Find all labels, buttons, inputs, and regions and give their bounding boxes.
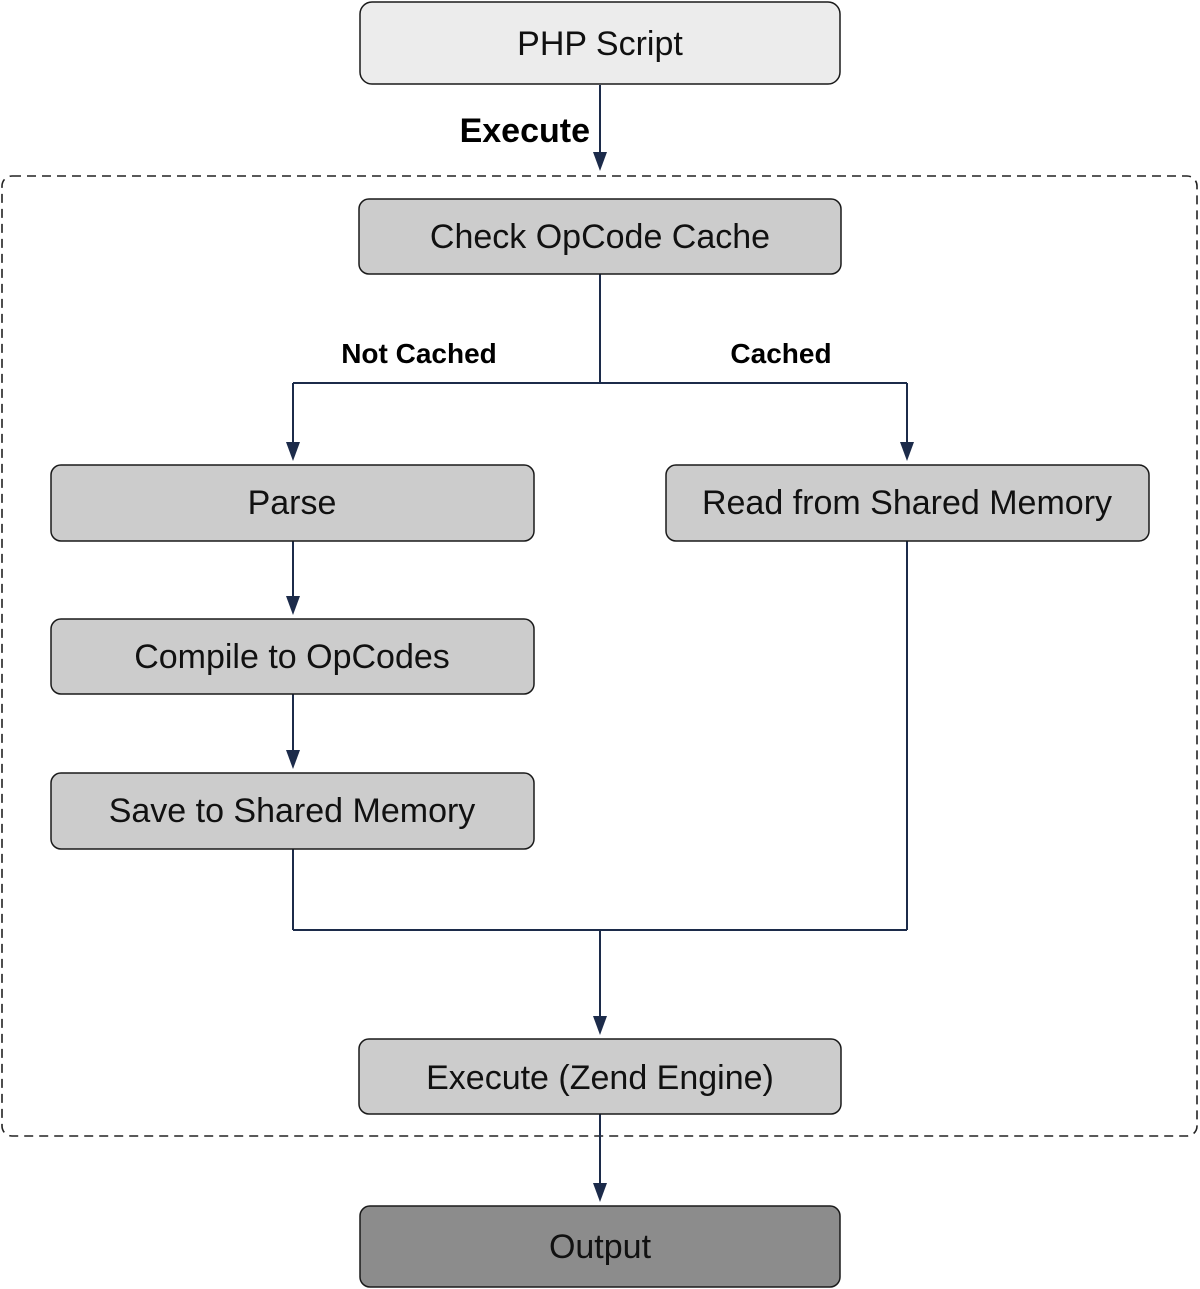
- node-output-label: Output: [549, 1228, 652, 1266]
- node-php-script-box: [359, 1, 841, 85]
- node-output-box: [359, 1205, 841, 1288]
- node-execute-zend: Execute (Zend Engine): [358, 1038, 842, 1115]
- node-execute-zend-box: [358, 1038, 842, 1115]
- node-save-shared-label: Save to Shared Memory: [109, 792, 476, 830]
- node-php-script-label: PHP Script: [517, 25, 683, 63]
- edge-parse-to-compile-arrowhead: [286, 596, 300, 615]
- node-compile-box: [50, 618, 535, 695]
- edge-compile-to-save-arrowhead: [286, 750, 300, 769]
- node-parse: Parse: [50, 464, 535, 542]
- node-parse-label: Parse: [248, 484, 337, 522]
- node-check-cache-box: [358, 198, 842, 275]
- node-compile: Compile to OpCodes: [50, 618, 535, 695]
- edge-label-cached: Cached: [730, 338, 831, 369]
- node-read-shared-box: [665, 464, 1150, 542]
- node-compile-label: Compile to OpCodes: [134, 638, 450, 676]
- edges: [286, 85, 914, 1202]
- edge-label-not-cached: Not Cached: [341, 338, 497, 369]
- node-read-shared: Read from Shared Memory: [665, 464, 1150, 542]
- node-read-shared-label: Read from Shared Memory: [702, 484, 1112, 522]
- node-execute-zend-label: Execute (Zend Engine): [426, 1059, 774, 1097]
- edge-script-to-check-arrowhead: [593, 152, 607, 171]
- node-check-cache: Check OpCode Cache: [358, 198, 842, 275]
- edge-merge-to-execute-arrowhead: [593, 1016, 607, 1035]
- node-save-shared: Save to Shared Memory: [50, 772, 535, 850]
- edge-not-cached-arrowhead: [286, 442, 300, 461]
- node-check-cache-label: Check OpCode Cache: [430, 218, 770, 256]
- node-php-script: PHP Script: [359, 1, 841, 85]
- node-save-shared-box: [50, 772, 535, 850]
- edge-execute-to-output-arrowhead: [593, 1183, 607, 1202]
- node-parse-box: [50, 464, 535, 542]
- edge-label-execute: Execute: [460, 112, 590, 150]
- node-output: Output: [359, 1205, 841, 1288]
- edge-cached-arrowhead: [900, 442, 914, 461]
